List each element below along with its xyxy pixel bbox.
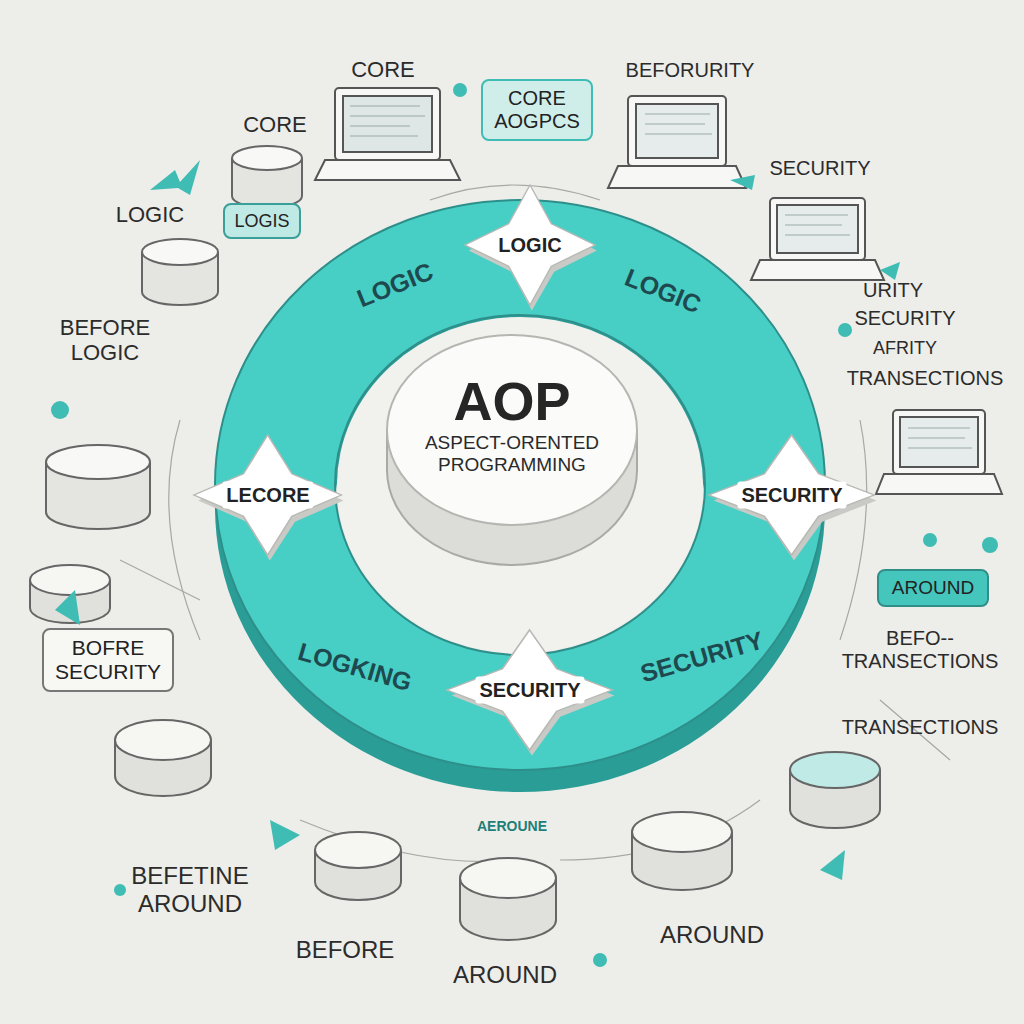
star-label: LOGIC [494, 232, 565, 259]
text-box: AROUND [877, 569, 989, 607]
box-label: BOFRE SECURITY [52, 636, 164, 684]
disk-text: AOPASPECT-ORENTED PROGRAMMING [412, 370, 612, 476]
free-label: BEFO-- TRANSECTIONS [835, 627, 1005, 673]
star-label: LECORE [222, 482, 313, 509]
text-box: LOGIS [223, 203, 301, 240]
box-label: AROUND [892, 577, 974, 599]
box-label: LOGIS [234, 211, 289, 232]
box-label: CORE AOGPCS [491, 87, 583, 133]
ring-hole-floor [337, 317, 703, 653]
free-label: TRANSECTIONS [842, 716, 999, 739]
text-box: BOFRE SECURITY [42, 628, 174, 692]
main-title: AOP [412, 370, 612, 432]
free-label: AFRITY [873, 338, 937, 359]
star-badge: LECORE [194, 435, 341, 555]
free-label: BEFORE [296, 936, 395, 964]
free-label: URITY [863, 279, 923, 302]
free-label: BEFORE LOGIC [55, 315, 155, 366]
star-body [465, 185, 595, 305]
disk-top [387, 335, 637, 525]
free-label: SECURITY [769, 157, 870, 180]
free-label: TRANSECTIONS [847, 367, 1004, 390]
free-label: CORE [351, 57, 415, 82]
free-label: AROUND [660, 921, 764, 949]
free-label: BEFETINE AROUND [125, 862, 255, 917]
star-body [447, 630, 612, 750]
free-label: AEROUNE [477, 818, 547, 834]
free-label: AROUND [453, 961, 557, 989]
star-body [709, 435, 874, 555]
free-label: LOGIC [116, 202, 184, 227]
star-label: SECURITY [737, 482, 846, 509]
subtitle: ASPECT-ORENTED PROGRAMMING [412, 432, 612, 476]
center-disk: AOPASPECT-ORENTED PROGRAMMING [385, 330, 640, 570]
star-badge: LOGIC [465, 185, 595, 305]
star-badge: SECURITY [709, 435, 874, 555]
text-box: CORE AOGPCS [481, 79, 593, 141]
free-label: BEFORURITY [626, 59, 755, 82]
star-label: SECURITY [475, 677, 584, 704]
free-label: SECURITY [854, 307, 955, 330]
star-body [194, 435, 341, 555]
star-badge: SECURITY [447, 630, 612, 750]
free-label: CORE [243, 112, 307, 137]
